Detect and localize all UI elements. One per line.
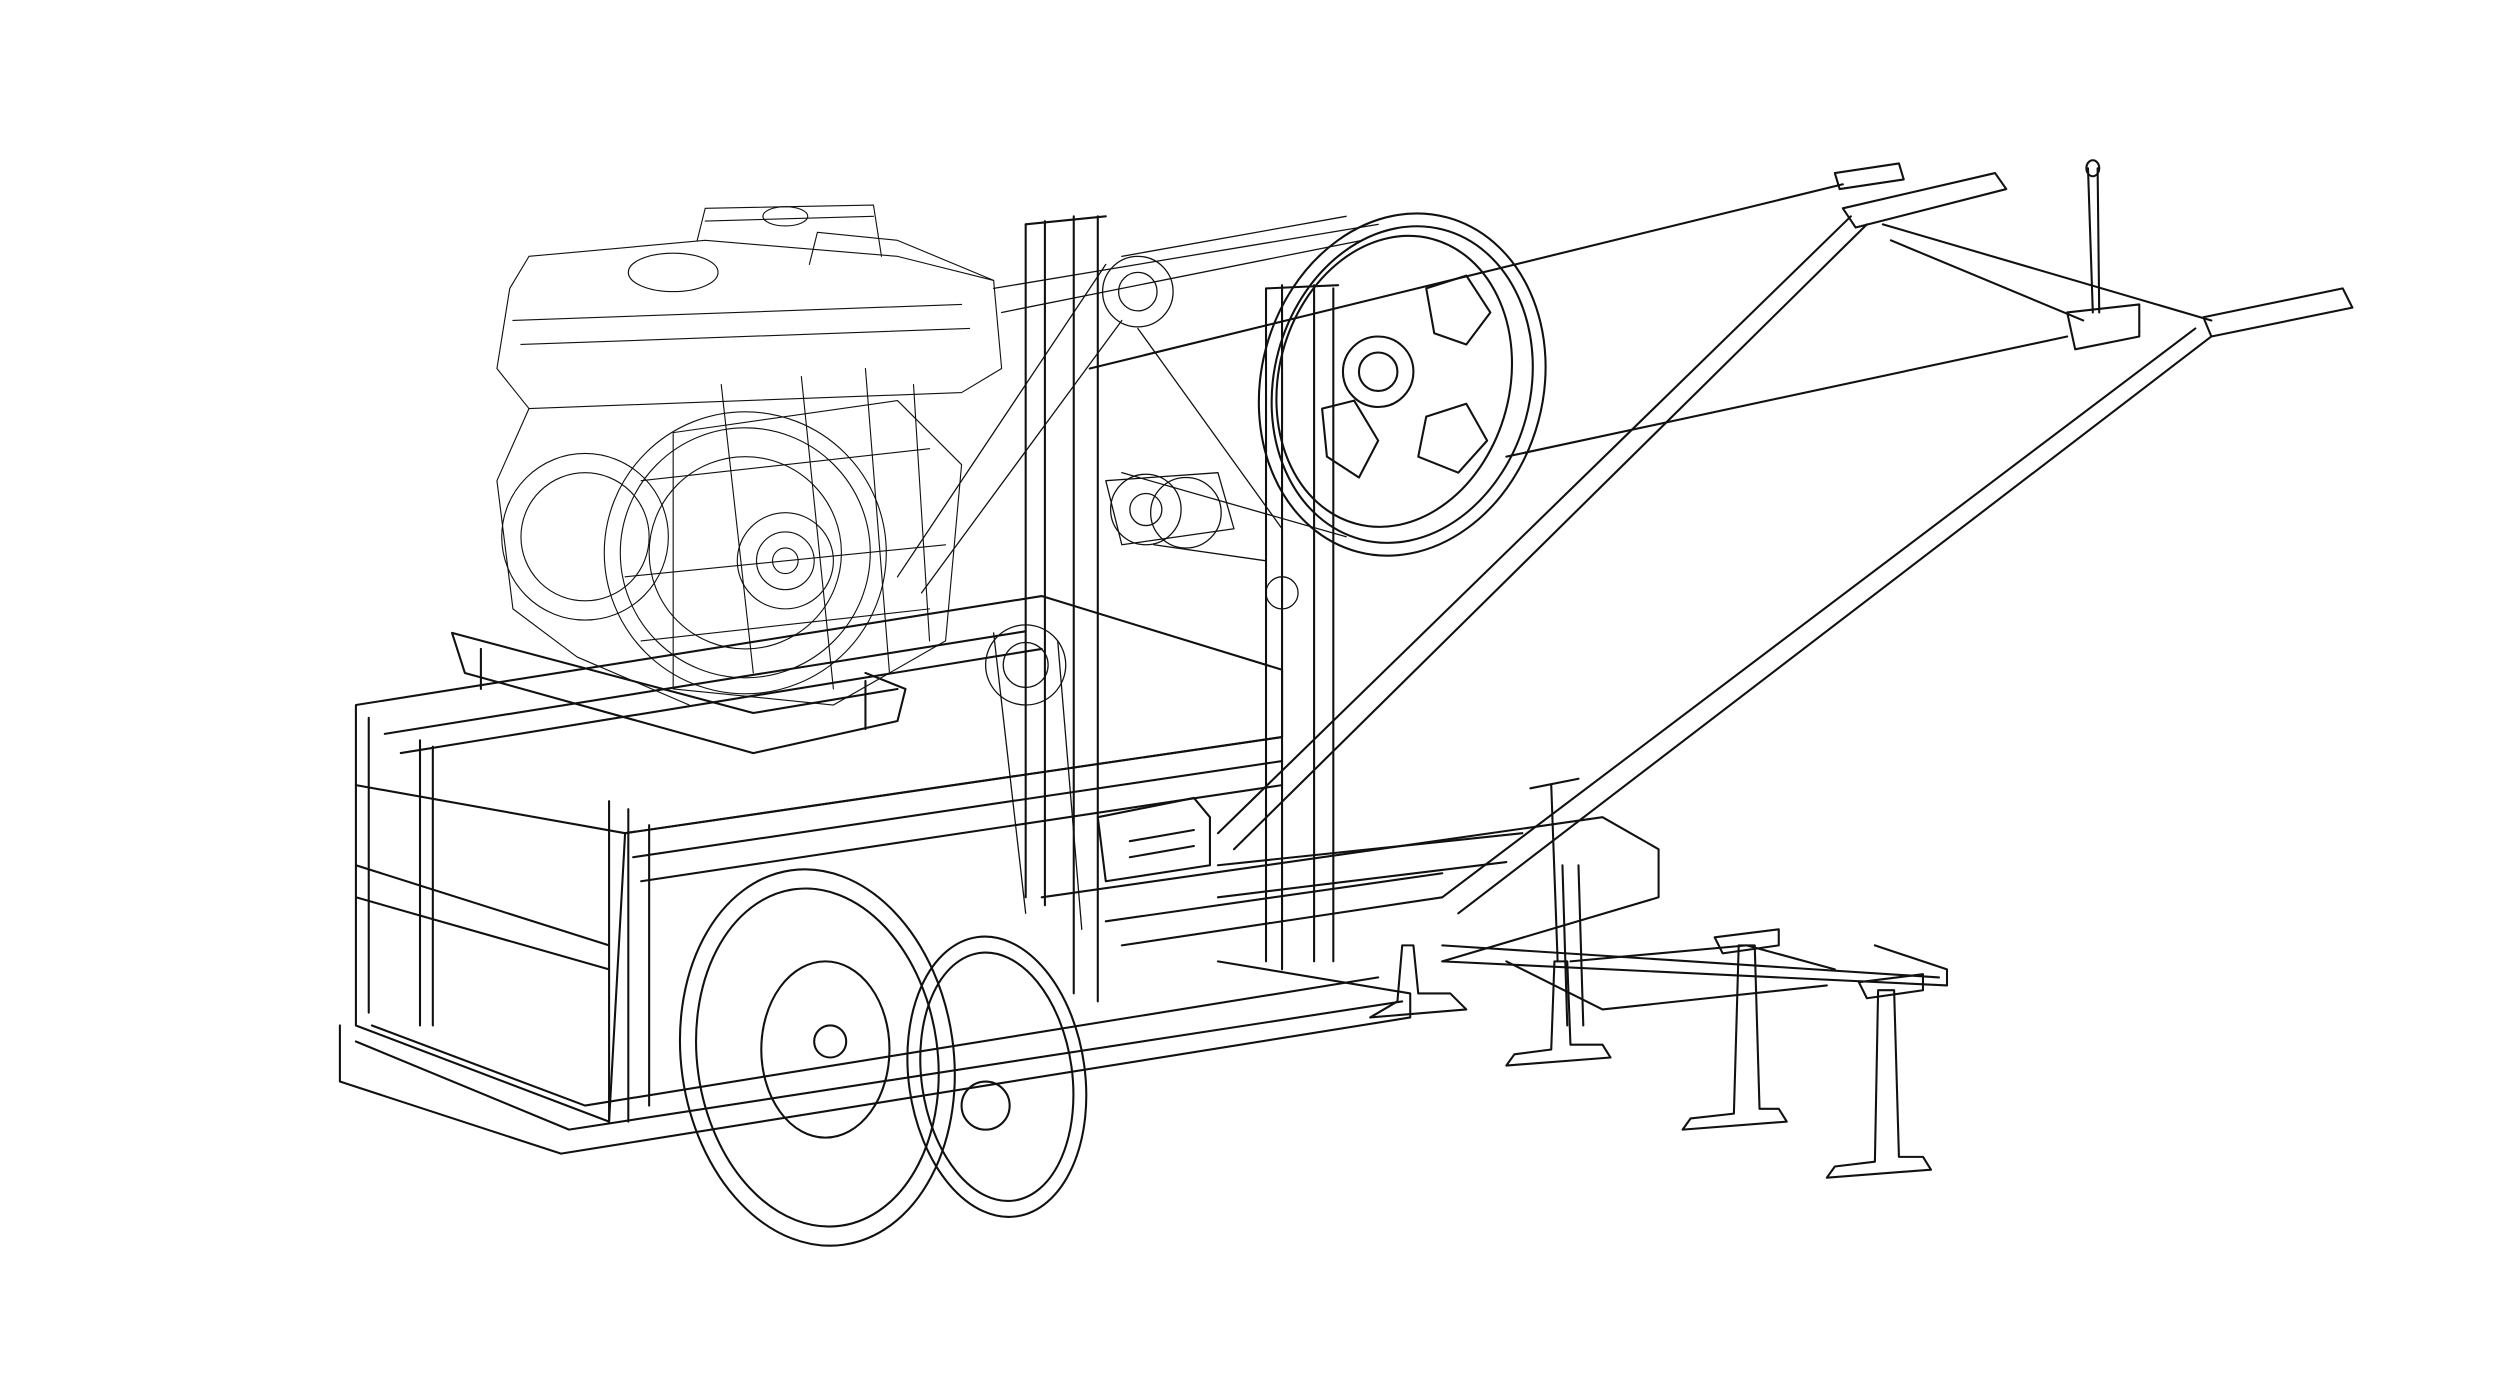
- drive-belts: [896, 215, 1379, 930]
- vertical-posts: [1024, 215, 1340, 1003]
- control-lever: [2085, 159, 2101, 314]
- engine-mount-plate: [451, 631, 907, 755]
- handle-grip-left: [1833, 162, 2008, 229]
- rear-wheel-small: [906, 935, 1088, 1218]
- handle-grip-right: [2202, 287, 2354, 338]
- seat-block: [1096, 796, 1211, 883]
- stand-legs: [1369, 928, 1933, 1179]
- chassis-rails: [338, 816, 1949, 1155]
- rear-wheel-large: [678, 868, 956, 1247]
- frame-box: [354, 595, 1284, 1123]
- small-pulleys: [984, 255, 1299, 706]
- large-pulley: [1257, 212, 1547, 557]
- jack-post: [1529, 777, 1585, 1027]
- handle-bars: [1088, 183, 2213, 915]
- engine: [496, 204, 1003, 706]
